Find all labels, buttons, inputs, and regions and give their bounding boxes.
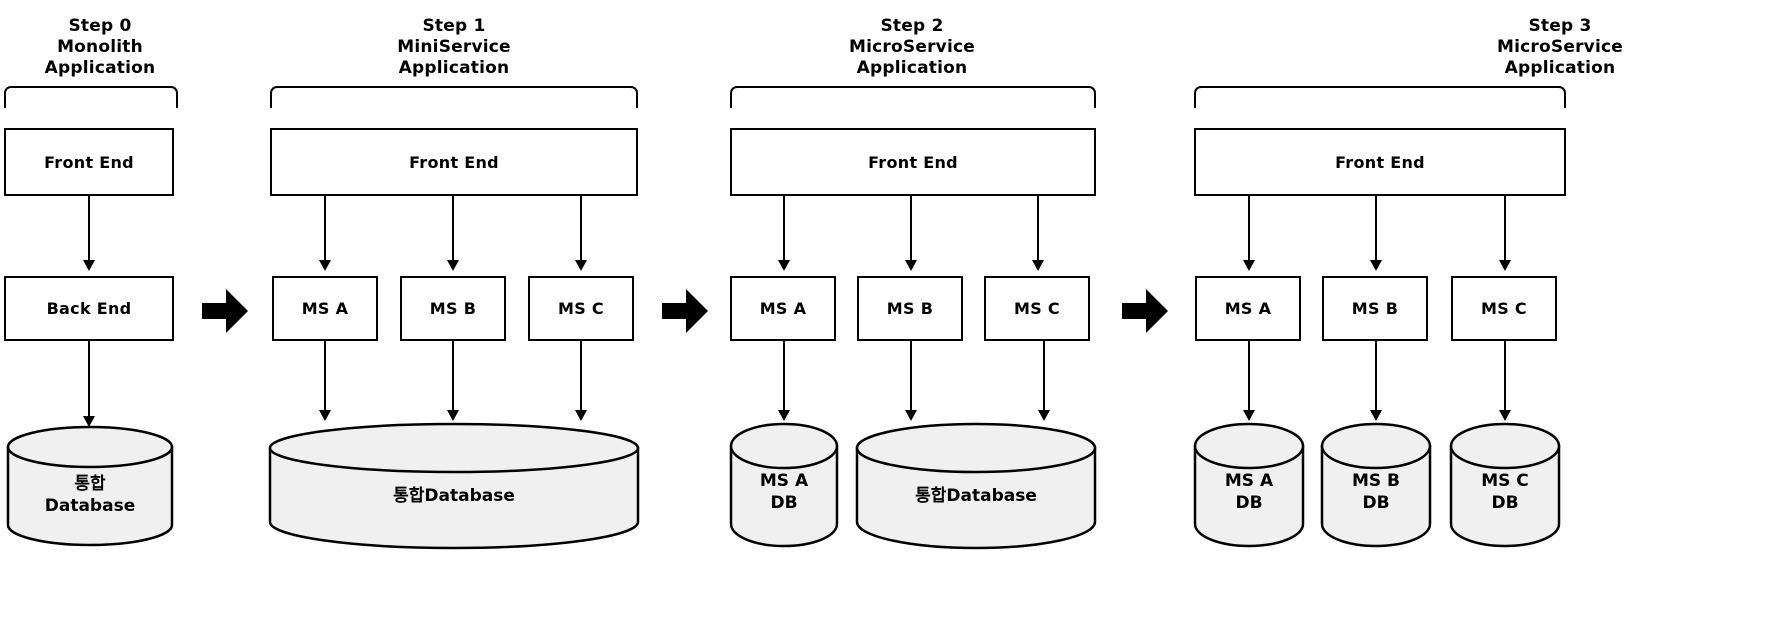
step-1-database-cylinder[interactable]: 통합Database xyxy=(268,422,640,550)
step-2-arrow-msa-to-db-head xyxy=(778,410,790,421)
step-3-arrow-msb-to-db-head xyxy=(1370,410,1382,421)
step-3-arrow-fe-to-msa xyxy=(1248,196,1250,262)
step-3-front-end-box[interactable]: Front End xyxy=(1194,128,1566,196)
step-0-arrow-fe-to-be-head xyxy=(83,260,95,271)
step-2-arrow-msc-to-db xyxy=(1043,341,1045,413)
step-1-ms-a-label: MS A xyxy=(301,299,349,318)
step-2-title: Step 2 MicroService Application xyxy=(849,16,975,78)
step-0-front-end-label: Front End xyxy=(44,152,134,172)
step-0-back-end-label: Back End xyxy=(46,299,132,318)
transition-arrow-2-to-3 xyxy=(1120,287,1170,338)
step-2-arrow-fe-to-msc xyxy=(1037,196,1039,262)
step-1-arrow-msa-to-db xyxy=(324,341,326,413)
step-1-ms-b-box[interactable]: MS B xyxy=(400,276,506,341)
step-2-arrow-msb-to-db xyxy=(910,341,912,413)
step-2-ms-a-box[interactable]: MS A xyxy=(730,276,836,341)
step-3-arrow-fe-to-msc xyxy=(1504,196,1506,262)
step-2-ms-b-box[interactable]: MS B xyxy=(857,276,963,341)
step-1-ms-c-box[interactable]: MS C xyxy=(528,276,634,341)
step-0-bracket xyxy=(4,86,178,108)
step-2-front-end-label: Front End xyxy=(868,152,958,172)
step-2-arrow-fe-to-msa-head xyxy=(778,260,790,271)
step-2-arrow-msa-to-db xyxy=(783,341,785,413)
step-3-arrow-msc-to-db xyxy=(1504,341,1506,413)
step-2-unified-database-cylinder[interactable]: 통합Database xyxy=(855,422,1097,550)
step-3-title: Step 3 MicroService Application xyxy=(1497,16,1623,78)
step-1-arrow-msb-to-db-head xyxy=(447,410,459,421)
step-2-bracket xyxy=(730,86,1096,108)
step-2-ms-c-label: MS C xyxy=(1014,299,1060,318)
step-3-ms-c-database-cylinder[interactable]: MS C DB xyxy=(1449,422,1561,550)
step-3-arrow-msb-to-db xyxy=(1375,341,1377,413)
step-2-ms-c-box[interactable]: MS C xyxy=(984,276,1090,341)
step-1-front-end-label: Front End xyxy=(409,152,499,172)
step-2-ms-a-database-cylinder[interactable]: MS A DB xyxy=(729,422,839,550)
step-1-bracket xyxy=(270,86,638,108)
step-2-arrow-fe-to-msa xyxy=(783,196,785,262)
step-3-arrow-msa-to-db xyxy=(1248,341,1250,413)
step-1-ms-a-box[interactable]: MS A xyxy=(272,276,378,341)
step-1-ms-b-label: MS B xyxy=(429,299,477,318)
step-2-arrow-fe-to-msc-head xyxy=(1032,260,1044,271)
step-3-arrow-fe-to-msa-head xyxy=(1243,260,1255,271)
step-1-arrow-fe-to-msa xyxy=(324,196,326,262)
transition-arrow-1-to-2 xyxy=(660,287,710,338)
step-1-arrow-fe-to-msb xyxy=(452,196,454,262)
step-0-arrow-be-to-db-head xyxy=(83,416,95,427)
step-1-arrow-fe-to-msb-head xyxy=(447,260,459,271)
step-0-database-cylinder[interactable]: 통합 Database xyxy=(6,425,174,547)
step-1-arrow-msc-to-db xyxy=(580,341,582,413)
step-0-front-end-box[interactable]: Front End xyxy=(4,128,174,196)
step-0-title: Step 0 Monolith Application xyxy=(44,16,156,78)
step-3-ms-b-box[interactable]: MS B xyxy=(1322,276,1428,341)
step-1-arrow-msc-to-db-head xyxy=(575,410,587,421)
step-3-ms-a-label: MS A xyxy=(1224,299,1272,318)
step-2-arrow-msb-to-db-head xyxy=(905,410,917,421)
step-3-ms-b-label: MS B xyxy=(1351,299,1399,318)
step-1-front-end-box[interactable]: Front End xyxy=(270,128,638,196)
step-1-ms-c-label: MS C xyxy=(558,299,604,318)
step-1-title: Step 1 MiniService Application xyxy=(397,16,511,78)
step-1-arrow-msb-to-db xyxy=(452,341,454,413)
step-0-arrow-fe-to-be xyxy=(88,196,90,262)
step-2-arrow-fe-to-msb xyxy=(910,196,912,262)
step-1-arrow-fe-to-msc-head xyxy=(575,260,587,271)
step-3-arrow-fe-to-msb-head xyxy=(1370,260,1382,271)
transition-arrow-0-to-1 xyxy=(200,287,250,338)
step-3-ms-c-box[interactable]: MS C xyxy=(1451,276,1557,341)
step-3-ms-b-database-cylinder[interactable]: MS B DB xyxy=(1320,422,1432,550)
step-3-arrow-msc-to-db-head xyxy=(1499,410,1511,421)
step-3-ms-a-box[interactable]: MS A xyxy=(1195,276,1301,341)
step-3-bracket xyxy=(1194,86,1566,108)
step-2-ms-a-label: MS A xyxy=(759,299,807,318)
step-1-arrow-msa-to-db-head xyxy=(319,410,331,421)
step-0-back-end-box[interactable]: Back End xyxy=(4,276,174,341)
step-3-arrow-msa-to-db-head xyxy=(1243,410,1255,421)
step-2-front-end-box[interactable]: Front End xyxy=(730,128,1096,196)
step-3-arrow-fe-to-msb xyxy=(1375,196,1377,262)
step-3-front-end-label: Front End xyxy=(1335,152,1425,172)
step-3-arrow-fe-to-msc-head xyxy=(1499,260,1511,271)
step-2-arrow-fe-to-msb-head xyxy=(905,260,917,271)
step-1-arrow-fe-to-msa-head xyxy=(319,260,331,271)
step-2-arrow-msc-to-db-head xyxy=(1038,410,1050,421)
step-3-ms-c-label: MS C xyxy=(1481,299,1527,318)
step-2-ms-b-label: MS B xyxy=(886,299,934,318)
step-1-arrow-fe-to-msc xyxy=(580,196,582,262)
step-0-arrow-be-to-db xyxy=(88,341,90,419)
step-3-ms-a-database-cylinder[interactable]: MS A DB xyxy=(1193,422,1305,550)
